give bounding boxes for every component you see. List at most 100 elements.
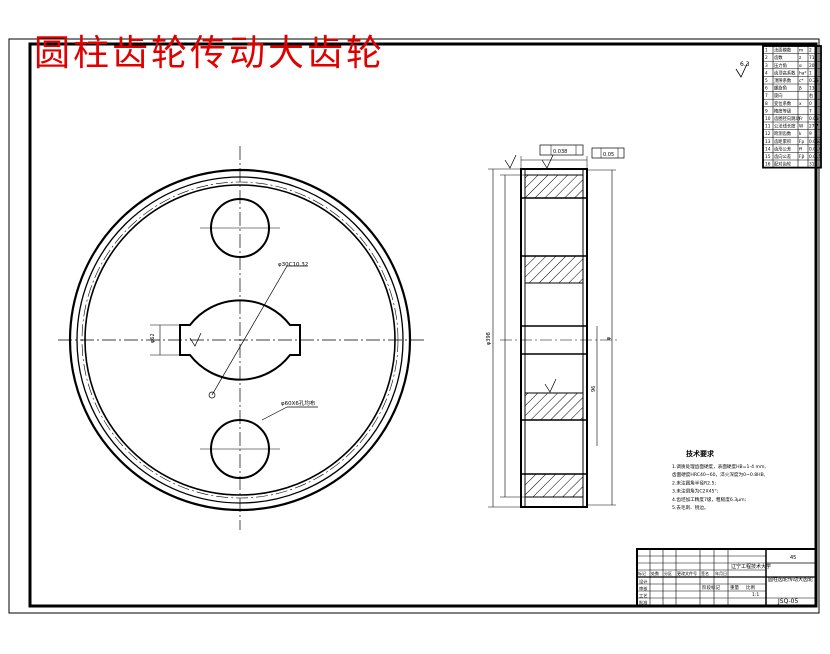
param-table-cell: 9 bbox=[809, 131, 812, 137]
section-hatching bbox=[524, 174, 584, 498]
param-row-index: 1 bbox=[765, 48, 768, 54]
right-dia-text: φ bbox=[606, 336, 612, 340]
tech-requirements-title: 技术要求 bbox=[686, 449, 715, 458]
param-table-cell: 右 bbox=[809, 92, 814, 99]
param-row-index: 2 bbox=[765, 55, 768, 61]
param-row-index: 3 bbox=[765, 63, 768, 69]
param-table-cell: 0.25 bbox=[809, 78, 819, 84]
param-table-cell: 0.016 bbox=[809, 154, 822, 160]
param-row-index: 12 bbox=[765, 131, 771, 137]
param-table-cell: 0 bbox=[809, 101, 812, 107]
title-block-col-label: 年月日 bbox=[715, 570, 727, 576]
tech-requirement-line: 5.去毛刺、锐边。 bbox=[672, 504, 709, 511]
param-table-cell: 71 bbox=[809, 55, 815, 61]
param-row-index: 16 bbox=[765, 162, 771, 168]
param-table-cell: Fp bbox=[799, 139, 804, 145]
param-table-cell: 旋向 bbox=[774, 92, 783, 99]
param-table-cell: α bbox=[799, 64, 802, 69]
param-table-cell: 螺旋角 bbox=[774, 85, 787, 92]
title-block-school: 辽宁工程技术大学 bbox=[731, 563, 771, 570]
radial-runout-frame bbox=[591, 147, 625, 159]
param-table-cell: 0.05 bbox=[809, 116, 819, 122]
gear-rim-circle bbox=[84, 184, 396, 496]
shaft-bore-with-keyways bbox=[179, 299, 301, 381]
param-table-cell: 变位系数 bbox=[774, 100, 792, 107]
param-row-index: 15 bbox=[765, 154, 771, 160]
param-table-cell: ff bbox=[799, 146, 803, 152]
title-block-col-label: 分区 bbox=[664, 570, 672, 576]
param-table-cell: 顶隙系数 bbox=[774, 77, 792, 84]
param-table-cell: c* bbox=[799, 78, 804, 84]
title-block-col-label: 更改文件号 bbox=[677, 570, 697, 576]
param-table-cell: x bbox=[799, 102, 802, 107]
param-row-index: 11 bbox=[765, 124, 771, 130]
param-row-index: 10 bbox=[765, 116, 771, 122]
title-block-row-labels: 标记处数分区更改文件号签名年月日 bbox=[638, 570, 727, 576]
tech-requirement-line: 齿面硬度HRC40~60，淬火深度为0~0.8HB, bbox=[672, 471, 766, 478]
mid-dim-text: 96 bbox=[591, 386, 597, 392]
param-table-cell: Fr bbox=[799, 116, 803, 122]
param-row-index: 8 bbox=[765, 101, 768, 107]
roughness-symbol-bore bbox=[189, 332, 202, 347]
param-table-cell: z bbox=[799, 56, 802, 61]
param-table-cell: 精度等级 bbox=[774, 107, 792, 114]
side-view-dimensions bbox=[488, 63, 748, 508]
param-table-cell: 法面模数 bbox=[774, 47, 792, 54]
param-row-index: 14 bbox=[765, 146, 771, 152]
tech-requirement-line: 2.未注圆角半径R2.5; bbox=[672, 479, 716, 486]
inner-frame-border bbox=[28, 42, 818, 608]
title-block-sign-label: 批准 bbox=[639, 599, 647, 606]
title-block-col-label: 标记 bbox=[638, 570, 646, 576]
hatch-rim-top bbox=[524, 174, 584, 199]
roughness-symbol-side-face bbox=[541, 154, 554, 169]
param-table-cell: 压力角 bbox=[774, 62, 787, 69]
tech-requirement-line: 3.未注倒角为C2X45°; bbox=[672, 488, 719, 495]
param-table-cell: 31 bbox=[809, 162, 815, 168]
overall-dia-text: φ398 bbox=[486, 332, 492, 345]
hub-dimension-text: φ62 bbox=[150, 333, 156, 343]
param-table-cell: m bbox=[799, 49, 803, 54]
param-table-cell: 公法线长度 bbox=[774, 123, 796, 130]
param-table-cell: ha* bbox=[799, 70, 807, 76]
keyway-dimension-text: φ30C10.32 bbox=[278, 262, 308, 268]
roughness-symbol-side-top bbox=[504, 154, 517, 169]
title-block-weight: 重量 bbox=[730, 584, 739, 591]
title-block-material: 45 bbox=[790, 555, 796, 561]
keyway-leader bbox=[211, 265, 288, 396]
gear-section-outline bbox=[520, 168, 588, 508]
hatch-web-top bbox=[524, 255, 584, 284]
param-table-cell: 27.7 bbox=[809, 124, 819, 130]
title-block-sign-label: 工艺 bbox=[639, 593, 647, 598]
param-table-cell: 配对齿轮 bbox=[774, 161, 792, 168]
param-table-cell: 7 bbox=[809, 108, 812, 114]
title-block-sign-label: 设计 bbox=[639, 578, 647, 585]
face-runout-value: 0.038 bbox=[553, 149, 567, 155]
holes-leader bbox=[261, 406, 288, 421]
param-row-index: 4 bbox=[765, 70, 768, 76]
title-block-scale: 1:1 bbox=[752, 592, 759, 598]
roughness-symbol-bore-side bbox=[544, 378, 557, 393]
title-block-col-label: 签名 bbox=[701, 570, 709, 576]
param-table-cell: 齿数 bbox=[774, 54, 783, 61]
drawing-title: 圆柱齿轮传动大齿轮 bbox=[34, 33, 386, 74]
tech-requirements-list: 1.调质处理齿面硬度，表面硬度HB=1-4 mm,齿面硬度HRC40~60，淬火… bbox=[672, 463, 766, 511]
param-table-cell: 0.014 bbox=[809, 146, 822, 152]
param-table-cell: 13° bbox=[809, 86, 817, 92]
title-block-ratio: 比例 bbox=[746, 584, 755, 591]
gear-outer-circle bbox=[68, 168, 412, 512]
param-table-cell: W bbox=[799, 124, 804, 130]
tech-requirement-line: 1.调质处理齿面硬度，表面硬度HB=1-4 mm, bbox=[672, 463, 766, 470]
radial-runout-value: 0.05 bbox=[603, 152, 614, 158]
gear-root-circle bbox=[76, 176, 404, 504]
param-row-index: 6 bbox=[765, 86, 768, 92]
param-table-cell: 齿距累积 bbox=[774, 138, 792, 145]
param-row-index: 9 bbox=[765, 108, 768, 114]
title-block-col-label: 处数 bbox=[651, 570, 659, 576]
holes-dimension-text: φ60X6孔均布 bbox=[281, 399, 316, 407]
gear-pitch-circle bbox=[81, 181, 399, 499]
param-table-cell: 1 bbox=[809, 70, 812, 76]
leader-origin-marker bbox=[208, 391, 216, 399]
face-runout-frame bbox=[539, 144, 584, 156]
hatch-rim-bottom bbox=[524, 473, 584, 498]
